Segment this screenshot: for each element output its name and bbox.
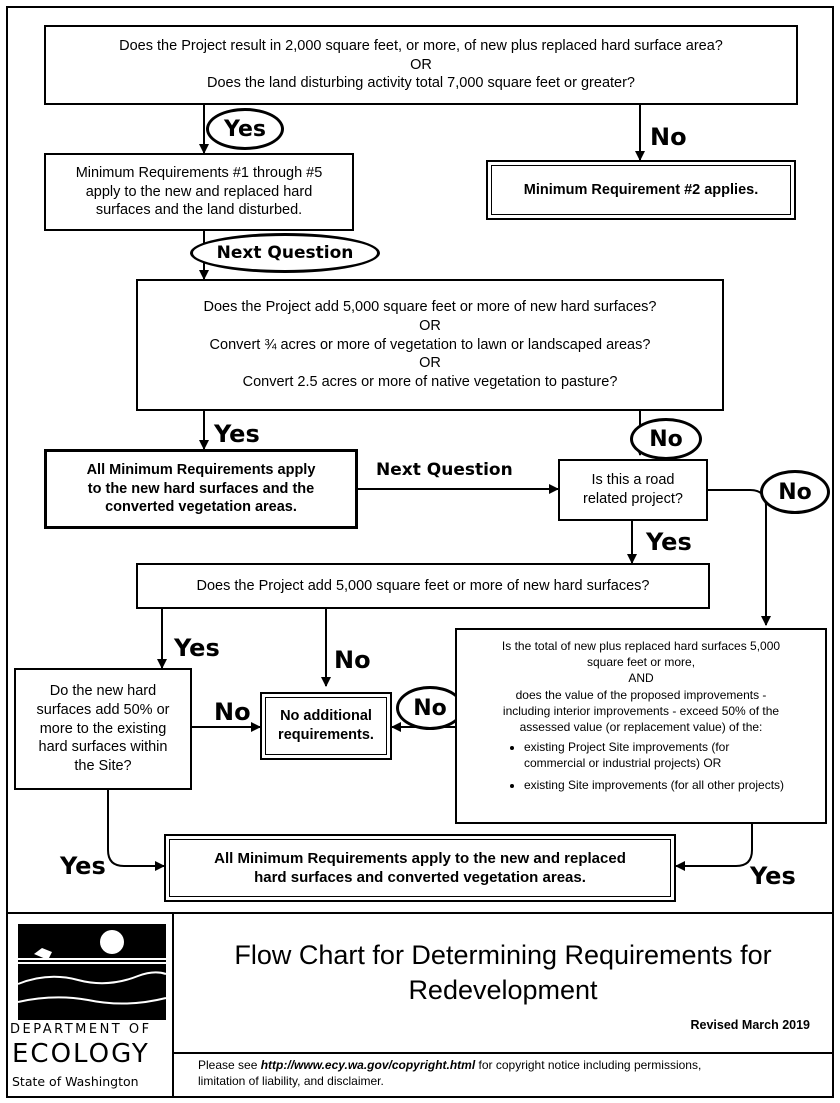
next-question-label-2: Next Question [376,460,513,480]
flowchart-title: Flow Chart for Determining Requirements … [234,940,772,1006]
q50-line5: the Site? [74,758,132,775]
logo-column [8,914,174,1098]
fifty-percent-question-box: Do the new hard surfaces add 50% or more… [14,668,192,790]
yes-label-3: Yes [174,634,220,662]
question-2-or1: OR [419,317,441,334]
road-line1: Is this a road [591,472,675,489]
yes-label-road: Yes [646,528,692,556]
total-bullet-1: existing Project Site improvements (forc… [524,739,784,771]
all-mr-new-line2: to the new hard surfaces and the [87,480,315,497]
revised-date: Revised March 2019 [690,1018,810,1032]
all-mr-new-line3: converted vegetation areas. [105,499,297,516]
all-mr-new-box: All Minimum Requirements apply to the ne… [44,449,358,529]
total-line1: Is the total of new plus replaced hard s… [501,639,781,653]
no-oval-road: No [760,470,830,514]
arrow-total-yes [675,824,753,871]
yes-label-left: Yes [60,852,106,880]
mr-2-box: Minimum Requirement #2 applies. [486,160,796,220]
question-2-or2: OR [419,355,441,372]
question-2-line1: Does the Project add 5,000 square feet o… [203,298,657,315]
mr-1-5-line3: surfaces and the land disturbed. [95,202,303,219]
question-2-box: Does the Project add 5,000 square feet o… [136,279,724,411]
road-line2: related project? [583,491,683,507]
question-1-line1: Does the Project result in 2,000 square … [119,37,723,54]
total-and: AND [628,671,654,686]
q50-line4: hard surfaces within [38,739,168,756]
q50-line2: surfaces add 50% or [36,701,170,718]
mr-1-5-line1: Minimum Requirements #1 through #5 [75,164,323,181]
yes-label-2: Yes [214,420,260,448]
total-line4: including interior improvements - exceed… [502,703,780,718]
no-oval-total: No [396,686,464,730]
page-frame [6,6,834,1098]
mr-1-5-line2: apply to the new and replaced hard [85,183,313,200]
total-bullet-2: existing Site improvements (for all othe… [524,777,784,793]
all-mr-final-line2: hard surfaces and converted vegetation a… [254,869,586,886]
total-line2: square feet or more, [586,655,696,670]
arrow-road-no [708,489,771,626]
dept-name-line3: State of Washington [12,1074,139,1089]
all-mr-final-box: All Minimum Requirements apply to the ne… [164,834,676,902]
yes-label-right: Yes [750,862,796,890]
question-3-text: Does the Project add 5,000 square feet o… [196,577,650,594]
dept-name-line2: ECOLOGY [12,1039,150,1069]
no-label-50: No [214,698,251,726]
ecology-logo-icon [17,924,167,1020]
total-line5: assessed value (or replacement value) of… [519,719,763,734]
yes-oval-1: Yes [206,108,284,150]
no-additional-box: No additional requirements. [260,692,392,760]
question-1-or: OR [410,56,432,73]
arrow-q50-yes [107,790,165,871]
road-question-box: Is this a road related project? [558,459,708,521]
copyright-link[interactable]: http://www.ecy.wa.gov/copyright.html [260,1058,476,1072]
total-line3: does the value of the proposed improveme… [515,687,767,702]
mr-1-5-box: Minimum Requirements #1 through #5 apply… [44,153,354,231]
total-question-box: Is the total of new plus replaced hard s… [455,628,827,824]
copyright-notice: Please see http://www.ecy.wa.gov/copyrig… [198,1058,702,1089]
footer: Flow Chart for Determining Requirements … [8,912,832,1098]
no-oval-2: No [630,418,702,460]
q50-line1: Do the new hard [49,682,157,699]
no-label-1: No [650,123,687,151]
total-bullets: existing Project Site improvements (forc… [498,739,784,798]
no-additional-line2: requirements. [278,727,374,743]
next-question-oval: Next Question [190,233,380,273]
q50-line3: more to the existing [39,720,167,737]
title-area: Flow Chart for Determining Requirements … [174,914,832,1054]
no-label-3: No [334,646,371,674]
dept-name-line1: DEPARTMENT OF [10,1022,152,1037]
question-3-box: Does the Project add 5,000 square feet o… [136,563,710,609]
question-2-line3: Convert 2.5 acres or more of native vege… [242,374,618,391]
all-mr-new-line1: All Minimum Requirements apply [86,461,316,478]
no-additional-line1: No additional [280,708,372,725]
question-1-box: Does the Project result in 2,000 square … [44,25,798,105]
question-2-line2: Convert ¾ acres or more of vegetation to… [209,336,651,353]
mr-2-text: Minimum Requirement #2 applies. [523,181,759,198]
all-mr-final-line1: All Minimum Requirements apply to the ne… [214,849,626,867]
question-1-line2: Does the land disturbing activity total … [206,75,635,92]
